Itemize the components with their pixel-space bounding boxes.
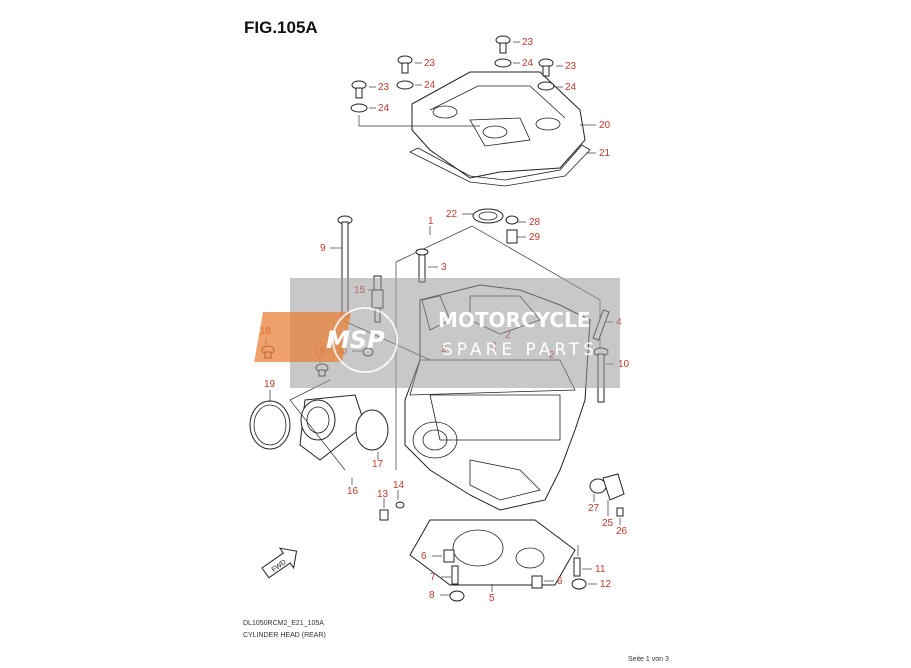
callout-17: 17 bbox=[372, 459, 384, 470]
bolt-26[interactable] bbox=[616, 507, 624, 517]
callout-19: 19 bbox=[264, 379, 276, 390]
stud-11[interactable] bbox=[573, 557, 581, 577]
cover-washer[interactable] bbox=[494, 58, 512, 68]
dowel-6[interactable] bbox=[443, 549, 455, 563]
callout-13: 13 bbox=[377, 489, 389, 500]
nut-8[interactable] bbox=[449, 590, 465, 602]
hose-clamp[interactable] bbox=[249, 400, 291, 450]
callout-9: 9 bbox=[320, 243, 326, 254]
callout-5: 5 bbox=[489, 593, 495, 604]
callout-3: 3 bbox=[441, 262, 447, 273]
dowel-pin[interactable] bbox=[506, 229, 518, 244]
o-ring[interactable] bbox=[505, 215, 519, 225]
dowel-6[interactable] bbox=[531, 575, 543, 589]
watermark-line2: SPARE PARTS bbox=[442, 340, 598, 360]
callout-22: 22 bbox=[446, 209, 458, 220]
callout-25: 25 bbox=[602, 518, 614, 529]
stud-7[interactable] bbox=[451, 565, 459, 585]
page-indicator: Seite 1 von 3 bbox=[628, 656, 669, 663]
callout-20: 20 bbox=[599, 120, 611, 131]
callout-11: 11 bbox=[595, 564, 606, 575]
gasket-washer[interactable] bbox=[395, 501, 405, 509]
watermark-logo: MSP bbox=[326, 326, 385, 354]
callout-27: 27 bbox=[588, 503, 600, 514]
callout-24: 24 bbox=[424, 80, 436, 91]
intake-o-ring[interactable] bbox=[355, 409, 389, 451]
cover-gasket[interactable] bbox=[409, 144, 591, 187]
callout-23: 23 bbox=[424, 58, 436, 69]
cam-bolt[interactable] bbox=[418, 251, 426, 283]
callout-1: 1 bbox=[428, 216, 434, 227]
callout-24: 24 bbox=[565, 82, 577, 93]
callout-6: 6 bbox=[557, 576, 563, 587]
figure-code: DL1050RCM2_E21_105A bbox=[243, 620, 324, 627]
callout-23: 23 bbox=[522, 37, 534, 48]
watermark: MSP MOTORCYCLE SPARE PARTS bbox=[254, 278, 620, 388]
cover-washer[interactable] bbox=[350, 103, 368, 113]
intake-pipe[interactable] bbox=[299, 394, 366, 461]
callout-6: 6 bbox=[421, 551, 427, 562]
watermark-line1: MOTORCYCLE bbox=[438, 308, 590, 332]
callout-16: 16 bbox=[347, 486, 359, 497]
callout-23: 23 bbox=[378, 82, 390, 93]
valve-cover-group bbox=[350, 35, 591, 187]
callout-24: 24 bbox=[378, 103, 390, 114]
cylinder-head-cover[interactable] bbox=[411, 71, 586, 179]
callout-23: 23 bbox=[565, 61, 577, 72]
callout-8: 8 bbox=[429, 590, 435, 601]
figure-title: FIG.105A bbox=[244, 18, 318, 37]
cover-washer[interactable] bbox=[537, 81, 555, 91]
cover-bolt[interactable] bbox=[397, 55, 413, 74]
plug-bolt[interactable] bbox=[379, 509, 389, 521]
callout-12: 12 bbox=[600, 579, 612, 590]
cover-bolt[interactable] bbox=[495, 35, 511, 54]
callout-29: 29 bbox=[529, 232, 541, 243]
callout-7: 7 bbox=[430, 572, 436, 583]
forward-arrow: FWD bbox=[261, 547, 298, 579]
callout-26: 26 bbox=[616, 526, 628, 537]
nut-12[interactable] bbox=[571, 578, 587, 590]
head-gasket[interactable] bbox=[409, 519, 576, 586]
callout-10: 10 bbox=[618, 359, 630, 370]
cover-bolt[interactable] bbox=[538, 58, 554, 77]
callout-14: 14 bbox=[393, 480, 405, 491]
cover-bolt[interactable] bbox=[351, 80, 367, 99]
callout-24: 24 bbox=[522, 58, 534, 69]
oil-seal[interactable] bbox=[472, 208, 504, 224]
figure-name: CYLINDER HEAD (REAR) bbox=[243, 632, 326, 639]
callout-21: 21 bbox=[599, 148, 611, 159]
cover-washer[interactable] bbox=[396, 80, 414, 90]
cover-plate[interactable] bbox=[602, 473, 625, 501]
callout-28: 28 bbox=[529, 217, 541, 228]
head-bolt-long[interactable] bbox=[337, 215, 353, 318]
